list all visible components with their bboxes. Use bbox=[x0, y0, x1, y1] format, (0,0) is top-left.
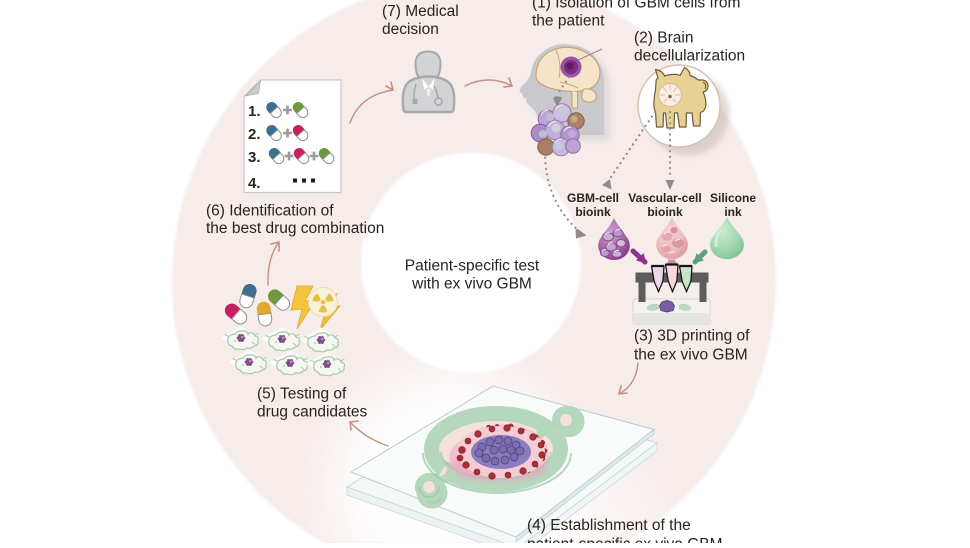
svg-text:the best drug combination: the best drug combination bbox=[206, 220, 384, 237]
svg-text:(4) Establishment of the: (4) Establishment of the bbox=[527, 517, 691, 534]
svg-text:(3) 3D printing of: (3) 3D printing of bbox=[634, 328, 750, 345]
svg-text:patient-specific ex vivo GBM: patient-specific ex vivo GBM bbox=[527, 536, 723, 543]
svg-text:3.: 3. bbox=[248, 149, 261, 166]
svg-text:bioink: bioink bbox=[647, 205, 683, 219]
svg-text:the ex vivo GBM: the ex vivo GBM bbox=[634, 347, 748, 364]
svg-text:decision: decision bbox=[382, 21, 439, 38]
svg-text:GBM-cell: GBM-cell bbox=[567, 191, 619, 205]
svg-text:2.: 2. bbox=[248, 126, 261, 143]
svg-text:drug candidates: drug candidates bbox=[257, 404, 368, 421]
svg-text:(2) Brain: (2) Brain bbox=[634, 30, 693, 47]
svg-text:(1) Isolation of GBM cells fro: (1) Isolation of GBM cells from bbox=[532, 0, 740, 12]
svg-text:the patient: the patient bbox=[532, 13, 605, 30]
svg-text:(5) Testing of: (5) Testing of bbox=[257, 386, 347, 403]
svg-text:Silicone: Silicone bbox=[710, 191, 756, 205]
svg-text:decellularization: decellularization bbox=[634, 48, 745, 65]
svg-text:Patient-specific test: Patient-specific test bbox=[405, 258, 540, 275]
svg-text:(6) Identification of: (6) Identification of bbox=[206, 203, 334, 220]
svg-text:4.: 4. bbox=[248, 175, 261, 192]
svg-text:1.: 1. bbox=[248, 103, 261, 120]
svg-text:with ex vivo GBM: with ex vivo GBM bbox=[411, 276, 532, 293]
svg-text:(7) Medical: (7) Medical bbox=[382, 3, 459, 20]
svg-text:Vascular-cell: Vascular-cell bbox=[628, 191, 701, 205]
svg-text:ink: ink bbox=[724, 205, 742, 219]
svg-text:bioink: bioink bbox=[575, 205, 611, 219]
